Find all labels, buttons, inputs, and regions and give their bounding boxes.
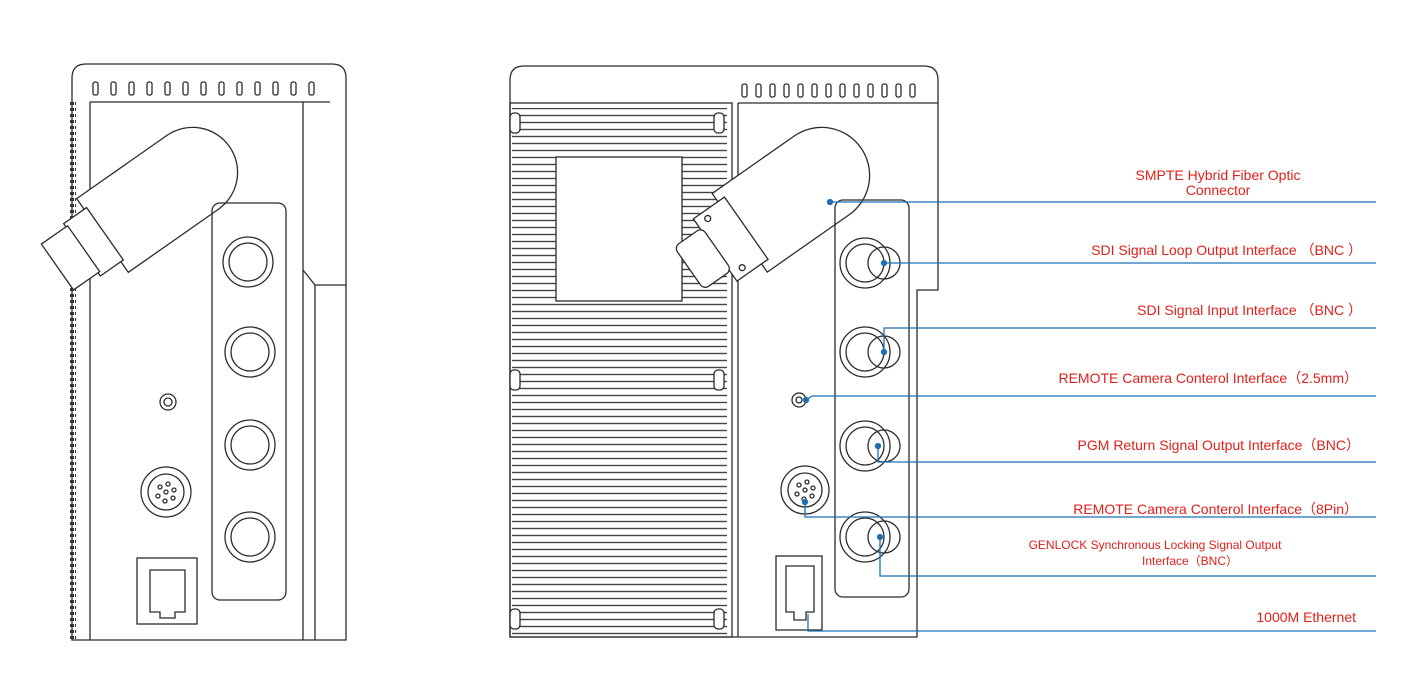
side-view-fiber-connector <box>40 126 239 291</box>
rear-view-housing <box>509 65 939 638</box>
label-smpte-line1: SMPTE Hybrid Fiber Optic <box>1135 167 1301 183</box>
rear-view-bnc-4 <box>839 511 901 563</box>
leader-smpte <box>826 198 1376 206</box>
label-ethernet: 1000M Ethernet <box>1256 609 1356 625</box>
label-remote-25mm: REMOTE Camera Conterol Interface（2.5mm） <box>1058 370 1358 386</box>
rear-view-vents <box>741 83 916 98</box>
rear-view-8pin <box>780 465 830 515</box>
label-pgm-return: PGM Return Signal Output Interface（BNC） <box>1077 437 1360 453</box>
rear-view-rj45 <box>775 555 823 631</box>
label-genlock-line1: GENLOCK Synchronous Locking Signal Outpu… <box>1028 538 1282 552</box>
label-genlock-line2: Interface（BNC） <box>1141 554 1239 568</box>
side-view-bnc-2 <box>224 326 276 378</box>
leader-genlock <box>876 533 1376 577</box>
label-sdi-input: SDI Signal Input Interface （BNC ） <box>1137 302 1362 318</box>
side-view-bnc-3 <box>224 419 276 471</box>
side-view-8pin <box>140 466 192 518</box>
leader-lines <box>801 198 1376 632</box>
side-view <box>40 63 347 641</box>
side-view-teeth <box>70 100 76 640</box>
side-view-housing <box>71 63 347 641</box>
leader-sdi-input <box>880 327 1376 356</box>
rear-view-bnc-3 <box>839 420 901 472</box>
side-view-jack <box>159 393 177 411</box>
rear-view-clips <box>509 112 725 630</box>
rear-view-bnc-panel <box>834 199 910 598</box>
rear-view <box>509 65 939 638</box>
label-remote-8pin: REMOTE Camera Conterol Interface（8Pin） <box>1073 501 1358 517</box>
side-view-bnc-panel <box>211 202 287 601</box>
leader-remote-25 <box>802 395 1376 404</box>
label-sdi-loop: SDI Signal Loop Output Interface （BNC ） <box>1091 242 1362 258</box>
label-smpte-line2: Connector <box>1185 182 1251 198</box>
side-view-bnc-4 <box>224 511 276 563</box>
side-view-rj45 <box>136 557 198 625</box>
leader-pgm <box>874 442 1376 463</box>
leader-ethernet <box>807 614 1376 632</box>
leader-sdi-loop <box>880 259 1376 267</box>
side-view-vents <box>92 81 315 96</box>
leader-remote-8pin <box>801 498 1376 518</box>
rear-view-bnc-2 <box>839 326 901 378</box>
rear-view-label-plate <box>555 156 683 302</box>
side-view-bnc-1 <box>222 236 274 288</box>
rear-view-fiber-connector <box>675 126 871 288</box>
